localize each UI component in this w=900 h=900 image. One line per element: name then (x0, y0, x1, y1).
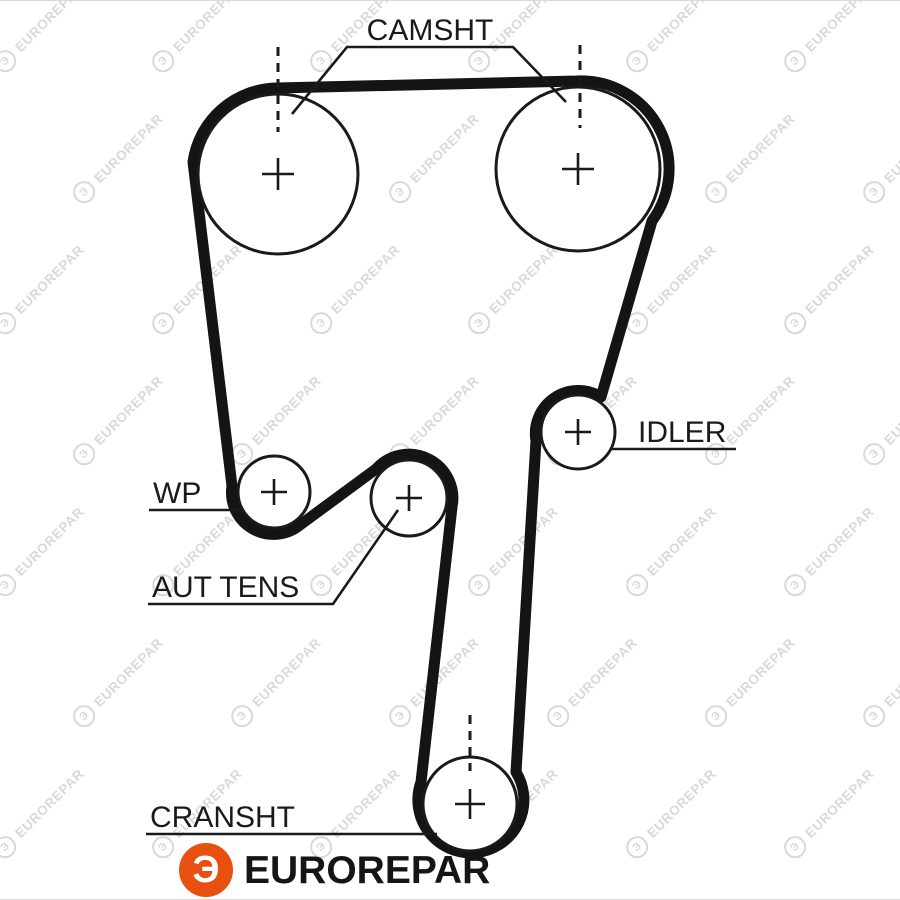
camshaft-leader-line (290, 45, 567, 115)
idler-label: IDLER (638, 416, 726, 449)
tensioner-leader-line (148, 509, 400, 606)
timing-belt-path (187, 75, 675, 859)
camshaft-label: CAMSHT (367, 14, 494, 47)
brand-name: EUROREPAR (244, 848, 491, 892)
timing-mark-dashed-lines (276, 45, 582, 771)
brand-footer: Э EUROREPAR (179, 842, 490, 898)
water-pump-label: WP (153, 477, 201, 510)
brand-logo-icon: Э (179, 843, 233, 897)
crankshaft-label: CRANSHT (150, 801, 295, 834)
pulley-center-cross-marks (261, 153, 594, 819)
tensioner-label: AUT TENS (152, 571, 299, 604)
